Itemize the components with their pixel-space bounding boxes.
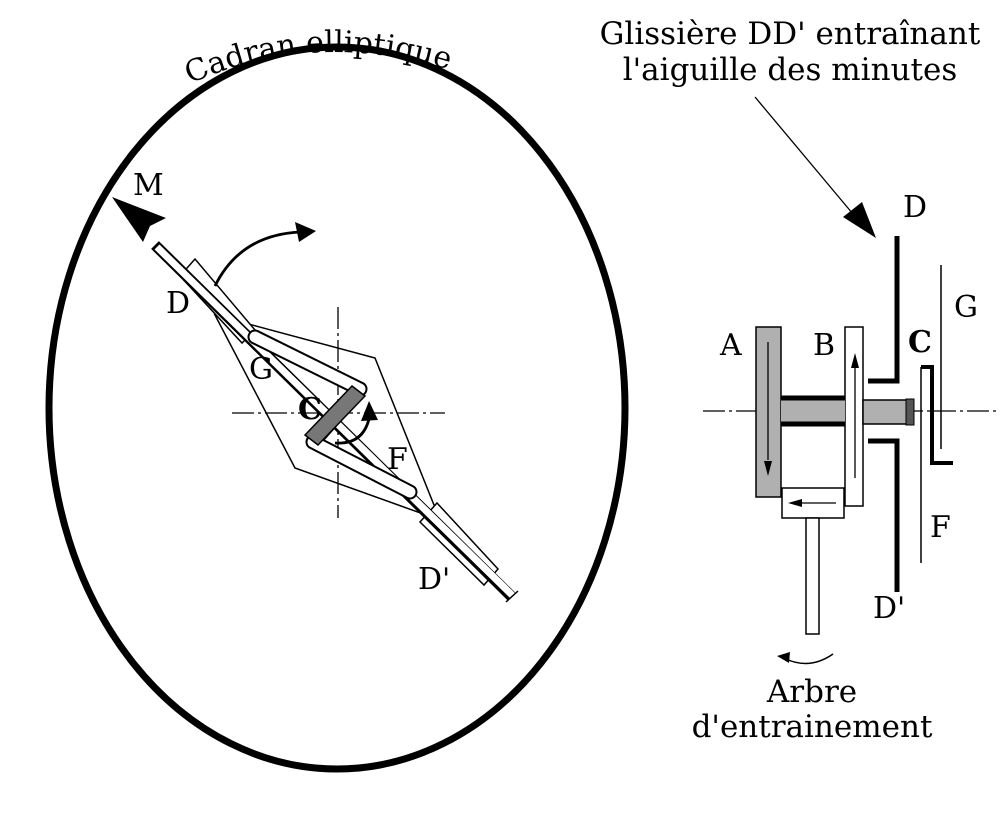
left-view: Cadran elliptique M D G C F D' xyxy=(45,25,629,773)
callout-line-2: l'aiguille des minutes xyxy=(623,52,958,88)
rotation-arrow-upper-head xyxy=(295,222,316,242)
label-c: C xyxy=(298,392,322,427)
drive-shaft-label-line-2: d'entrainement xyxy=(692,709,933,745)
rotation-arrow-centre-head xyxy=(361,401,378,421)
label-f: F xyxy=(930,510,951,545)
callout-leader-line xyxy=(754,96,859,221)
slide-dd-prime xyxy=(868,236,900,384)
drive-shaft-label-line-1: Arbre xyxy=(766,674,857,710)
callout-line-1: Glissière DD' entraînant xyxy=(600,16,981,52)
callout-arrow-head xyxy=(843,202,876,238)
slide-dd-prime-lower xyxy=(868,438,900,592)
label-g: G xyxy=(249,352,273,387)
label-a: A xyxy=(719,328,742,363)
label-m: M xyxy=(133,168,164,203)
shaft-a-b xyxy=(781,398,845,424)
label-d-prime: D' xyxy=(873,591,905,626)
label-d: D xyxy=(166,286,190,321)
pin-c xyxy=(303,384,367,447)
drive-block-arrow-head xyxy=(788,499,802,507)
drive-shaft xyxy=(805,517,820,635)
needle-tail-cap xyxy=(505,590,519,603)
pin-c-head xyxy=(905,398,915,426)
rotation-arrow-upper xyxy=(213,230,301,287)
label-f: F xyxy=(387,442,408,477)
plate-b xyxy=(844,326,864,507)
right-view: Glissière DD' entraînant l'aiguille des … xyxy=(600,16,1000,745)
label-g: G xyxy=(954,290,978,325)
piece-c-channel xyxy=(921,365,953,465)
label-b: B xyxy=(813,328,835,363)
elliptical-dial xyxy=(45,43,629,773)
label-d: D xyxy=(903,190,927,225)
plate-b-arrow-head xyxy=(851,353,859,368)
arrow-m-head xyxy=(112,197,166,242)
plate-a-arrow-head xyxy=(764,461,772,476)
shaft-b-c xyxy=(862,399,913,425)
label-d-prime: D' xyxy=(418,562,450,597)
label-c: C xyxy=(908,325,932,360)
drive-rotation-arrow-head xyxy=(777,652,790,663)
drive-rotation-arrow xyxy=(785,653,834,665)
